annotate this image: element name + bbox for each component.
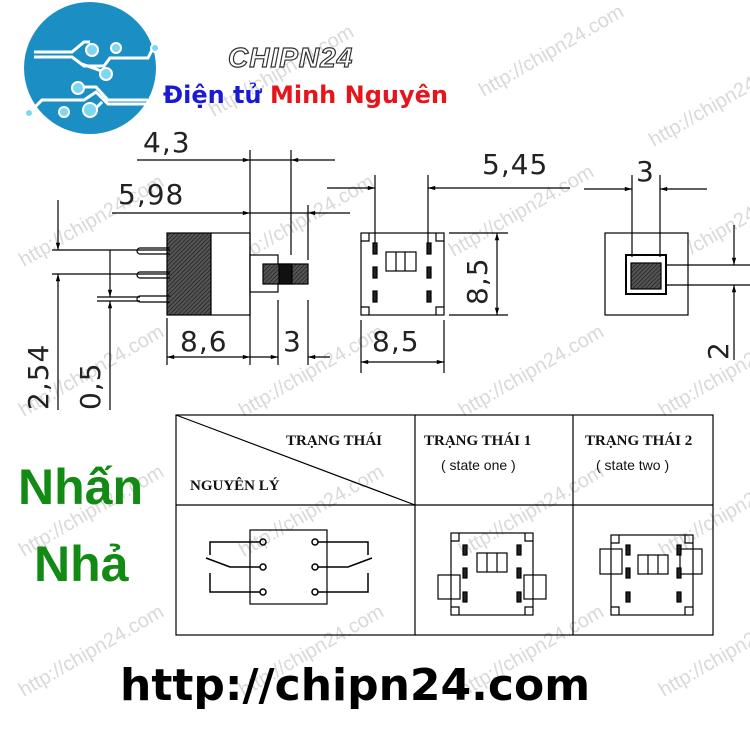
- watermark: http://chipn24.com: [655, 600, 750, 702]
- watermark: http://chipn24.com: [655, 460, 750, 562]
- brand-title: CHIPN24: [227, 41, 354, 73]
- dim-5-98: 5,98: [118, 178, 185, 211]
- circuit-logo-icon: [12, 0, 160, 140]
- table-col2-subtitle: ( state two ): [596, 457, 670, 473]
- table-col2-title: TRẠNG THÁI 2: [585, 433, 693, 449]
- table-col1-title: TRẠNG THÁI 1: [424, 433, 532, 449]
- dim-8-5-height: 8,5: [461, 257, 494, 305]
- label-push: Nhấn: [18, 459, 143, 515]
- table-header-principle: NGUYÊN LÝ: [190, 478, 280, 494]
- dim-5-45: 5,45: [482, 148, 549, 181]
- label-release: Nhả: [34, 536, 129, 592]
- dim-2-end: 2: [702, 341, 735, 360]
- brand-subtitle-blue: Điện tử: [163, 81, 262, 109]
- website-url: http://chipn24.com: [120, 660, 591, 711]
- dim-8-5-width: 8,5: [372, 325, 420, 358]
- dim-2-54: 2,54: [22, 343, 55, 410]
- table-header-state: TRẠNG THÁI: [286, 433, 382, 449]
- dim-8-6: 8,6: [180, 325, 228, 358]
- dim-3-end: 3: [636, 155, 655, 188]
- watermark: http://chipn24.com: [235, 460, 388, 562]
- dim-3-side: 3: [283, 325, 302, 358]
- watermark: http://chipn24.com: [455, 460, 608, 562]
- table-col1-subtitle: ( state one ): [441, 457, 516, 473]
- dim-4-3: 4,3: [143, 126, 191, 159]
- brand-subtitle: Điện tử Minh Nguyên: [163, 81, 448, 109]
- dim-0-5: 0,5: [74, 362, 107, 410]
- brand-subtitle-red: Minh Nguyên: [269, 81, 448, 109]
